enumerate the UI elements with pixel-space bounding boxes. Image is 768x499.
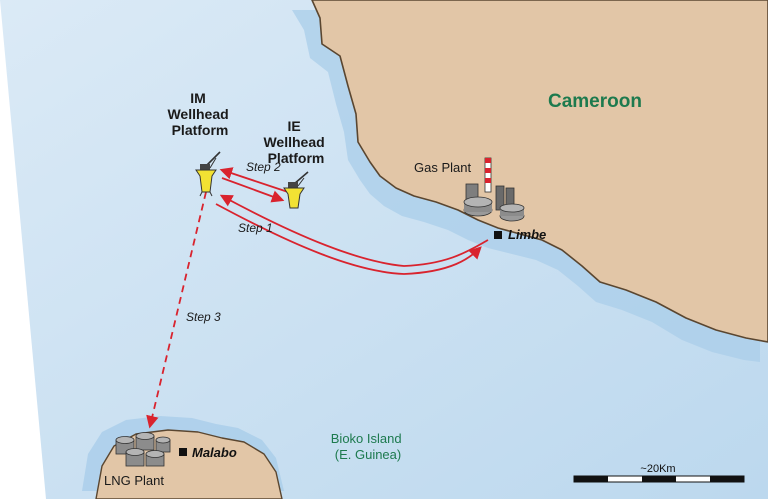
step3-label: Step 3 xyxy=(186,310,221,324)
wellhead-platform-icon[interactable] xyxy=(283,171,309,209)
step2-label: Step 2 xyxy=(246,160,281,174)
scale-bar: ~20Km xyxy=(573,463,745,483)
ie-platform-label: IE Wellhead Platform xyxy=(263,118,328,166)
mainland-cameroon xyxy=(311,0,768,343)
city-malabo-label: Malabo xyxy=(192,445,237,460)
gas-plant-label: Gas Plant xyxy=(414,160,471,175)
wellhead-platform-icon[interactable] xyxy=(195,151,221,197)
route-step1 xyxy=(215,194,489,275)
scale-label: ~20Km xyxy=(640,463,675,475)
industrial-plant-icon[interactable] xyxy=(115,432,171,467)
route-step3 xyxy=(146,191,207,429)
island-label: Bioko Island (E. Guinea) xyxy=(331,431,405,462)
im-platform-label: IM Wellhead Platform xyxy=(167,90,232,138)
route-step2 xyxy=(219,167,289,203)
industrial-plant-icon[interactable] xyxy=(463,157,525,222)
step1-label: Step 1 xyxy=(238,221,273,235)
lng-plant-label: LNG Plant xyxy=(104,473,164,488)
city-square-icon xyxy=(179,448,187,456)
country-label: Cameroon xyxy=(548,91,642,112)
city-limbe-label: Limbe xyxy=(508,227,546,242)
city-square-icon xyxy=(494,231,502,239)
